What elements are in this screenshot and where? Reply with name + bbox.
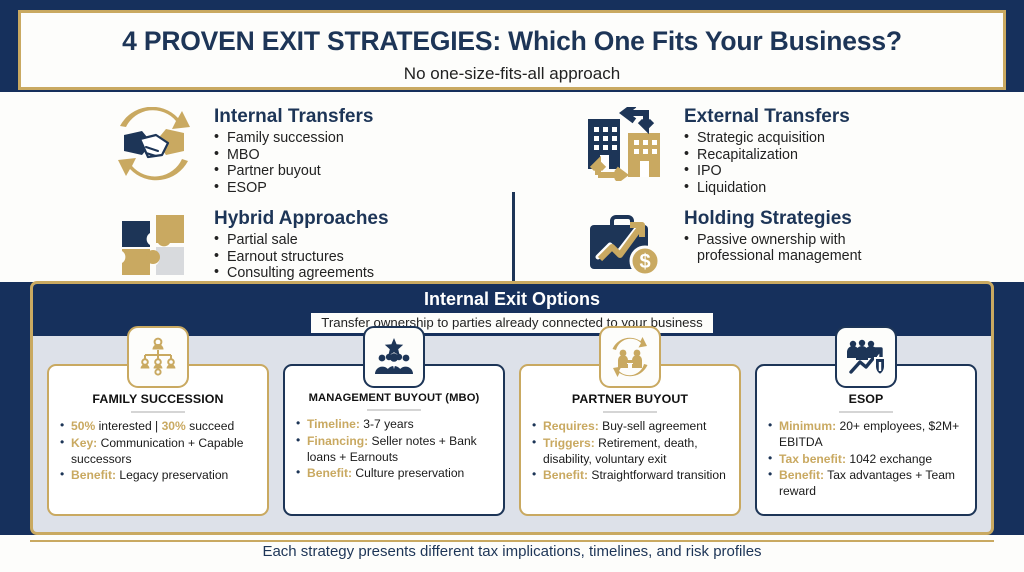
list-item: Benefit: Legacy preservation — [60, 467, 256, 484]
list-item: Earnout structures — [214, 248, 389, 266]
briefcase-growth-icon: $ — [578, 206, 670, 286]
quadrant-title: External Transfers — [684, 106, 850, 127]
quadrant-hybrid-approaches: Hybrid Approaches Partial sale Earnout s… — [108, 206, 389, 286]
title-band: 4 PROVEN EXIT STRATEGIES: Which One Fits… — [18, 10, 1006, 90]
quadrant-list: Partial sale Earnout structures Consulti… — [214, 231, 389, 282]
list-item: Tax benefit: 1042 exchange — [768, 451, 964, 468]
card-title: ESOP — [848, 392, 884, 406]
list-item: Recapitalization — [684, 146, 850, 164]
handshake-cycle-icon — [108, 104, 200, 184]
list-item: Triggers: Retirement, death, disability,… — [532, 435, 728, 468]
employee-shield-growth-icon — [835, 326, 897, 388]
list-item: Benefit: Tax advantages + Team reward — [768, 467, 964, 500]
team-star-icon — [363, 326, 425, 388]
list-item: Financing: Seller notes + Bank loans + E… — [296, 433, 492, 466]
card-title: PARTNER BUYOUT — [571, 392, 689, 406]
card-title: MANAGEMENT BUYOUT (MBO) — [308, 392, 480, 404]
quadrant-title: Internal Transfers — [214, 106, 374, 127]
list-item: Consulting agreements — [214, 264, 389, 282]
panel-title: Internal Exit Options — [423, 289, 601, 309]
card-family-succession[interactable]: FAMILY SUCCESSION 50% interested | 30% s… — [47, 326, 269, 516]
list-item: Strategic acquisition — [684, 129, 850, 147]
card-title-rule — [131, 411, 185, 413]
footer-note: Each strategy presents different tax imp… — [262, 543, 762, 560]
card-title-rule — [603, 411, 657, 413]
card-bullets: Timeline: 3-7 years Financing: Seller no… — [296, 416, 492, 482]
buildings-exchange-icon — [578, 104, 670, 184]
card-title-rule — [367, 409, 421, 411]
page-title: 4 PROVEN EXIT STRATEGIES: Which One Fits… — [122, 26, 902, 56]
card-partner-buyout[interactable]: PARTNER BUYOUT Requires: Buy-sell agreem… — [519, 326, 741, 516]
puzzle-pieces-icon — [108, 206, 200, 286]
list-item: Partner buyout — [214, 162, 373, 180]
quadrant-list: Family succession MBO Partner buyout ESO… — [214, 129, 373, 197]
quadrant-list: Strategic acquisition Recapitalization I… — [684, 129, 850, 197]
family-tree-icon — [127, 326, 189, 388]
quadrant-holding-strategies: $ Holding Strategies Passive ownership w… — [578, 206, 884, 286]
panel-header: Internal Exit Options Transfer ownership… — [33, 284, 991, 336]
card-esop[interactable]: ESOP Minimum: 20+ employees, $2M+ EBITDA… — [755, 326, 977, 516]
quadrant-title: Hybrid Approaches — [214, 208, 389, 229]
quadrant-internal-transfers: Internal Transfers Family succession MBO… — [108, 104, 373, 197]
list-item: Key: Communication + Capable successors — [60, 435, 256, 468]
cards-row: FAMILY SUCCESSION 50% interested | 30% s… — [33, 326, 991, 532]
footer-rule — [30, 540, 994, 542]
card-bullets: Requires: Buy-sell agreement Triggers: R… — [532, 418, 728, 484]
list-item: 50% interested | 30% succeed — [60, 418, 256, 435]
list-item: Timeline: 3-7 years — [296, 416, 492, 433]
list-item: Benefit: Straightforward transition — [532, 467, 728, 484]
quadrant-external-transfers: External Transfers Strategic acquisition… — [578, 104, 850, 197]
list-item: Liquidation — [684, 179, 850, 197]
card-bullets: Minimum: 20+ employees, $2M+ EBITDA Tax … — [768, 418, 964, 500]
card-management-buyout[interactable]: MANAGEMENT BUYOUT (MBO) Timeline: 3-7 ye… — [283, 326, 505, 516]
card-bullets: 50% interested | 30% succeed Key: Commun… — [60, 418, 256, 484]
page-subtitle: No one-size-fits-all approach — [403, 64, 621, 83]
list-item: Benefit: Culture preservation — [296, 465, 492, 482]
list-item: MBO — [214, 146, 373, 164]
list-item: Family succession — [214, 129, 373, 147]
list-item: Passive ownership with professional mana… — [684, 231, 884, 265]
list-item: Partial sale — [214, 231, 389, 249]
list-item: Requires: Buy-sell agreement — [532, 418, 728, 435]
quadrant-title: Holding Strategies — [684, 208, 852, 229]
partner-handshake-icon — [599, 326, 661, 388]
list-item: Minimum: 20+ employees, $2M+ EBITDA — [768, 418, 964, 451]
quadrant-list: Passive ownership with professional mana… — [684, 231, 884, 265]
card-title: FAMILY SUCCESSION — [92, 392, 224, 406]
list-item: ESOP — [214, 179, 373, 197]
list-item: IPO — [684, 162, 850, 180]
internal-exit-options-panel: Internal Exit Options Transfer ownership… — [30, 281, 994, 535]
svg-text:$: $ — [639, 251, 650, 273]
card-title-rule — [839, 411, 893, 413]
